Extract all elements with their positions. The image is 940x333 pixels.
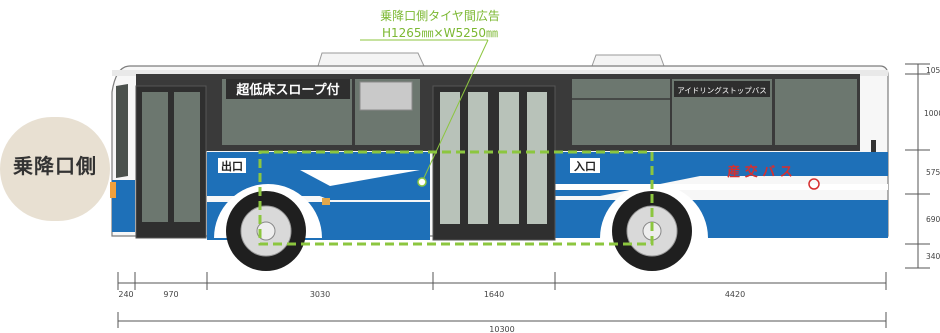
front-door-pane-right <box>174 92 200 222</box>
livery-front <box>112 180 135 232</box>
company-name: 産 交 バ ス <box>727 164 793 180</box>
windscreen <box>116 84 128 178</box>
company-mark <box>808 178 820 190</box>
exit-label: 出口 <box>221 159 243 173</box>
ad-callout: 乗降口側タイヤ間広告 H1265㎜×W5250㎜ <box>330 8 550 42</box>
livery-line <box>555 184 888 190</box>
dim-105: 105 <box>926 66 940 75</box>
dimension-lines <box>117 272 887 328</box>
dim-575: 575 <box>926 168 940 177</box>
callout-title: 乗降口側タイヤ間広告 <box>380 9 500 23</box>
ad-area-outline <box>258 150 654 246</box>
front-door-pane-left <box>142 92 168 222</box>
side-sign-box <box>674 81 770 97</box>
side-label: 乗降口側 <box>13 154 97 178</box>
rear-light <box>871 140 876 152</box>
dim-total: 10300 <box>489 325 514 333</box>
side-sign: アイドリングストップバス <box>677 85 767 95</box>
callout-line <box>421 39 489 183</box>
livery-stripe <box>300 170 420 186</box>
door-pane-4 <box>527 92 547 224</box>
dim-1000: 1000 <box>924 109 940 118</box>
entrance-label: 入口 <box>574 160 596 173</box>
roof-unit-rear <box>591 54 665 67</box>
vertical-dimension-lines <box>905 63 930 269</box>
destination-panel <box>359 81 413 111</box>
dim-4420: 4420 <box>725 290 745 299</box>
door-pane-1 <box>440 92 460 224</box>
side-badge <box>0 117 110 221</box>
callout-dot <box>417 177 427 187</box>
front-sign-box <box>226 79 350 99</box>
front-indicator <box>110 182 116 198</box>
roof-unit-front <box>317 52 425 67</box>
callout-size: H1265㎜×W5250㎜ <box>381 26 499 40</box>
door-pane-3 <box>499 92 519 224</box>
window-3 <box>572 79 670 145</box>
side-marker <box>322 198 330 205</box>
door-pane-2 <box>468 92 488 224</box>
front-sign: 超低床スロープ付 <box>236 82 339 98</box>
dim-690: 690 <box>926 215 940 224</box>
window-5 <box>775 79 857 145</box>
exit-box <box>218 158 246 173</box>
entrance-box <box>570 158 600 173</box>
dim-970: 970 <box>163 290 178 299</box>
roof-rim <box>112 70 888 76</box>
dim-340: 340 <box>926 252 940 261</box>
dim-240: 240 <box>118 290 133 299</box>
dim-3030: 3030 <box>310 290 330 299</box>
dim-1640: 1640 <box>484 290 504 299</box>
